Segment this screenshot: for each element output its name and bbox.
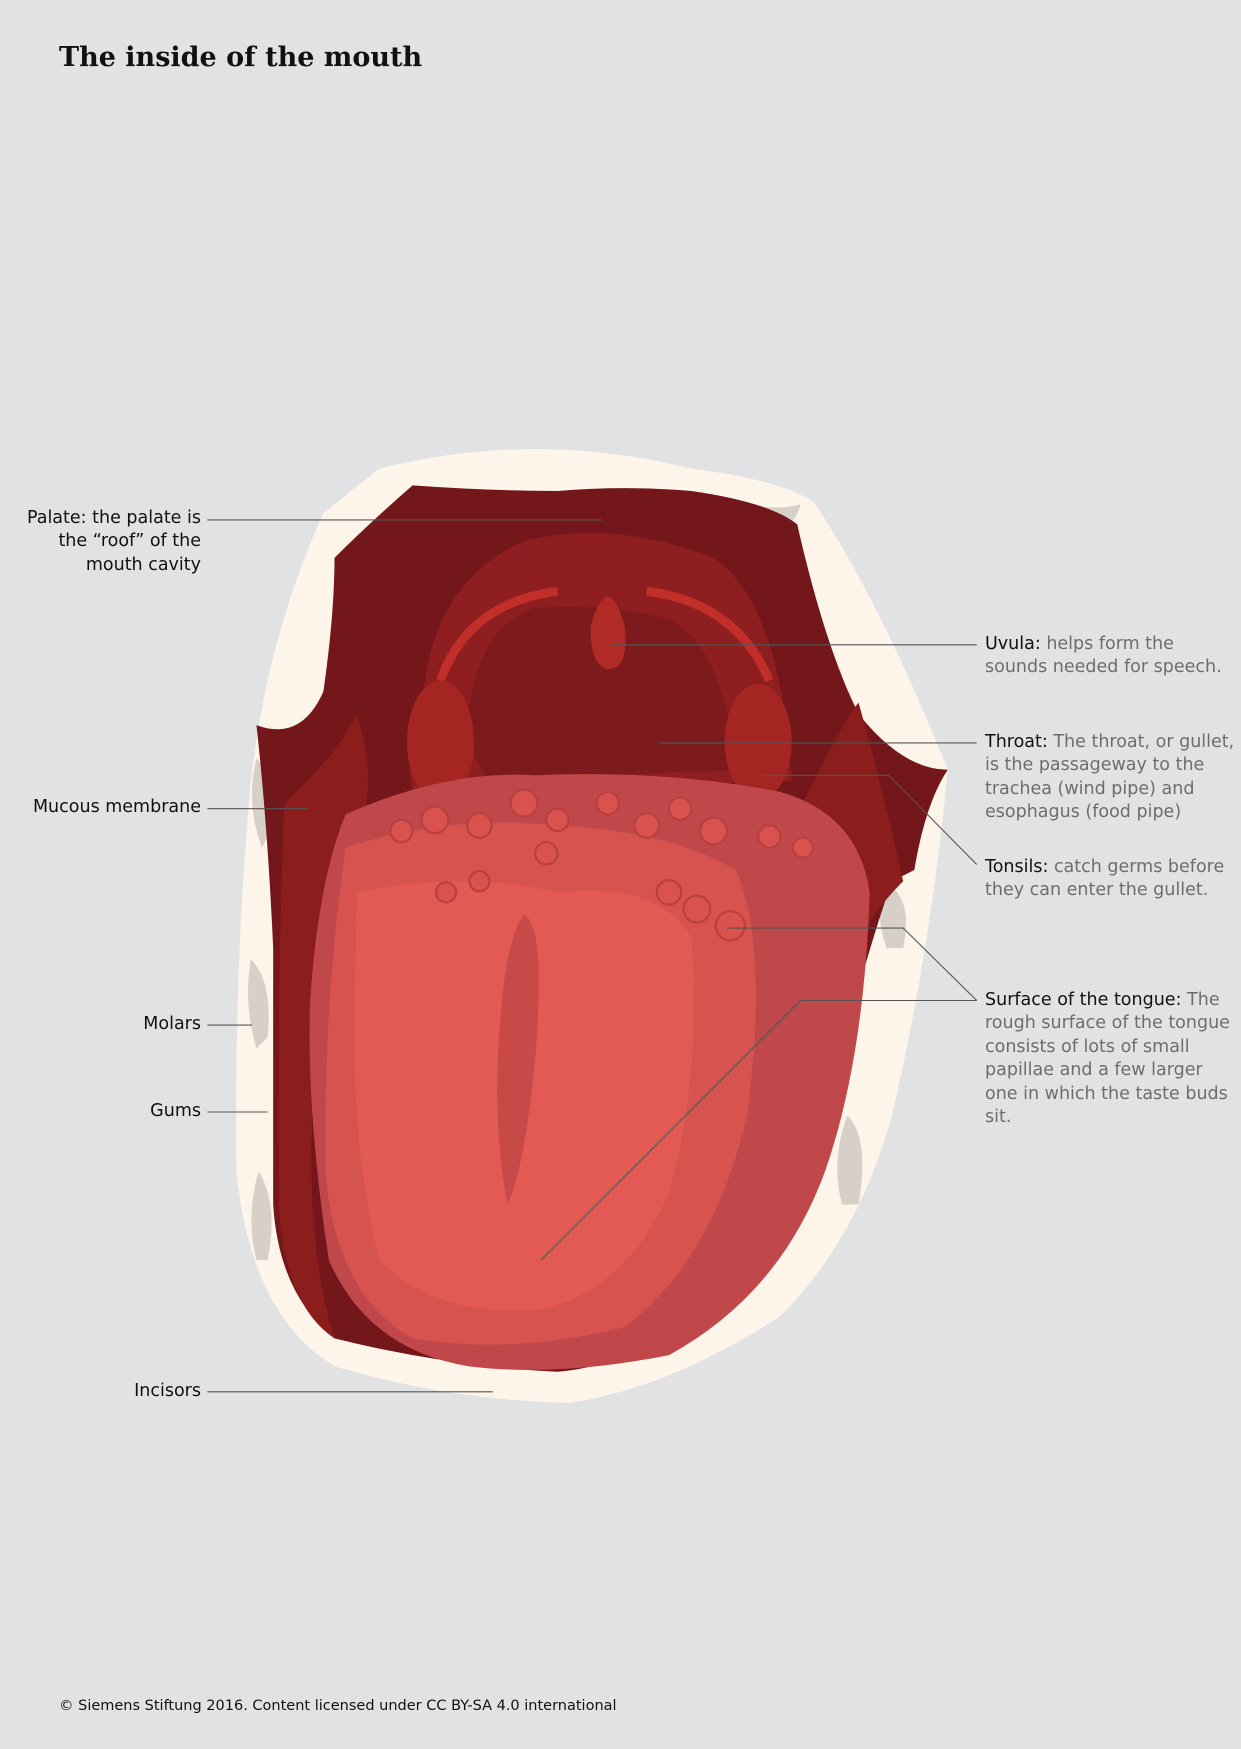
label-molars: Molars (143, 1014, 201, 1034)
label-palate: Palate: the palate is the “roof” of the … (26, 508, 201, 575)
desc: catch germs before they can enter the gu… (985, 857, 1225, 901)
papillae (389, 788, 814, 942)
term: Uvula: (985, 634, 1041, 654)
label-incisors: Incisors (134, 1381, 201, 1401)
label-throat: Throat: The throat, or gullet, is the pa… (985, 731, 1235, 825)
label-mucous-membrane: Mucous membrane (32, 797, 201, 817)
term: Tonsils: (985, 857, 1049, 877)
tongue-groove (497, 914, 539, 1205)
leader-lines (207, 519, 978, 1393)
desc: helps form the sounds needed for speech. (985, 634, 1222, 678)
uvula (590, 596, 626, 670)
term: Surface of the tongue: (985, 990, 1182, 1010)
copyright-footer: © Siemens Stiftung 2016. Content license… (59, 1698, 617, 1714)
page-title: The inside of the mouth (59, 42, 423, 73)
label-uvula: Uvula: helps form the sounds needed for … (985, 633, 1235, 680)
desc: The rough surface of the tongue consists… (985, 990, 1230, 1128)
palate-arch-highlight (436, 586, 774, 683)
throat (468, 606, 736, 781)
term: Throat: (985, 732, 1048, 752)
label-tongue-surface: Surface of the tongue: The rough surface… (985, 989, 1235, 1129)
desc: The throat, or gullet, is the passageway… (985, 732, 1235, 823)
tonsil-right (724, 683, 792, 800)
tonsil-left (406, 680, 474, 804)
label-tonsils: Tonsils: catch germs before they can ent… (985, 856, 1235, 903)
label-gums: Gums (150, 1101, 201, 1121)
mucous-membrane (278, 702, 904, 1339)
